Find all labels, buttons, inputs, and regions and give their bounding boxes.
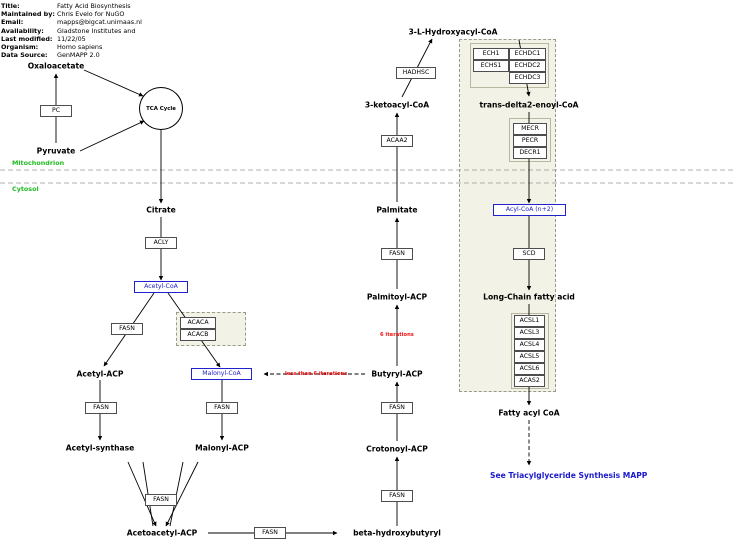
info-key: Last modified: [1,34,53,43]
info-value: Fatty Acid Biosynthesis [57,2,131,10]
info-value: Chris Evelo for NuGO [57,10,125,19]
gene-acsl3[interactable]: ACSL3 [514,327,545,339]
info-modified-row: Last modified: 11/22/05 [1,35,142,43]
edge-oxaloacetate-tca [83,69,144,97]
gene-acetyl-coa[interactable]: Acetyl-CoA [134,281,188,293]
tca-cycle-label: TCA Cycle [146,105,176,112]
metabolite-ketoacyl-coa[interactable]: 3-ketoacyl-CoA [364,100,430,110]
gene-fasn-malonyl-acp[interactable]: FASN [206,402,238,414]
metabolite-palmitoyl-acp[interactable]: Palmitoyl-ACP [366,292,428,302]
info-key: Data Source: [1,51,48,60]
metabolite-citrate[interactable]: Citrate [146,205,176,215]
gene-acaca[interactable]: ACACA [180,317,216,329]
gene-echs1[interactable]: ECHS1 [473,60,509,72]
metabolite-long-chain-fatty-acid[interactable]: Long-Chain fatty acid [483,292,575,302]
gene-acsl4[interactable]: ACSL4 [514,339,545,351]
metabolite-pyruvate[interactable]: Pyruvate [36,146,76,156]
info-organism-row: Organism: Homo sapiens [1,43,142,51]
less-than-6-iterations-label: less than 6 iterations [285,371,348,377]
gene-fasn-acetyl-synthase[interactable]: FASN [85,402,117,414]
metabolite-hydroxyacyl-coa[interactable]: 3-L-Hydroxyacyl-CoA [408,27,498,37]
gene-fasn-acetyl-acp[interactable]: FASN [111,323,143,335]
metabolite-beta-hydroxybutyryl[interactable]: beta-hydroxybutyryl [353,528,441,538]
gene-acyl-coa-n2[interactable]: Acyl-CoA (n+2) [493,204,566,216]
metabolite-crotonoyl-acp[interactable]: Crotonoyl-ACP [366,444,428,454]
metabolite-fatty-acyl-coa[interactable]: Fatty acyl CoA [498,408,560,418]
info-key: Availability: [1,26,44,35]
metabolite-acetoacetyl-acp[interactable]: Acetoacetyl-ACP [126,528,198,538]
metabolite-acetyl-acp[interactable]: Acetyl-ACP [76,369,124,379]
info-key: Organism: [1,43,39,52]
cytosol-label: Cytosol [12,185,39,193]
gene-fasn-palmitate[interactable]: FASN [381,248,413,260]
metabolite-malonyl-acp[interactable]: Malonyl-ACP [195,443,249,453]
gene-fasn-beta-hydroxybutyryl[interactable]: FASN [254,527,286,539]
metabolite-butyryl-acp[interactable]: Butyryl-ACP [371,369,423,379]
info-value: 11/22/05 [57,34,86,43]
gene-fasn-butyryl[interactable]: FASN [381,402,413,414]
gene-malonyl-coa[interactable]: Malonyl-CoA [191,368,252,380]
info-value: Gladstone Institutes and [57,26,136,35]
gene-acsl5[interactable]: ACSL5 [514,351,545,363]
six-iterations-label: 6 iterations [380,332,414,338]
gene-hadhsc[interactable]: HADHSC [396,67,436,79]
gene-mecr[interactable]: MECR [513,123,547,135]
metabolite-acetyl-synthase[interactable]: Acetyl-synthase [65,443,135,453]
gene-acaa2[interactable]: ACAA2 [381,135,413,147]
metabolite-oxaloacetate[interactable]: Oxaloacetate [27,61,85,71]
edge-pyruvate-tca [79,120,145,152]
metabolite-palmitate[interactable]: Palmitate [376,205,418,215]
gene-echdc2[interactable]: ECHDC2 [509,60,546,72]
gene-acacb[interactable]: ACACB [180,329,216,341]
tca-cycle-node[interactable]: TCA Cycle [139,87,183,130]
gene-echdc3[interactable]: ECHDC3 [509,72,546,84]
gene-acsl1[interactable]: ACSL1 [514,315,545,327]
gene-ech1[interactable]: ECH1 [473,48,509,60]
info-availability-row: Availability: Gladstone Institutes and [1,27,142,35]
pathway-info: Title: Fatty Acid Biosynthesis Maintained… [1,2,142,59]
gene-acly[interactable]: ACLY [145,237,177,249]
gene-echdc1[interactable]: ECHDC1 [509,48,546,60]
metabolite-trans-enoyl-coa[interactable]: trans-delta2-enoyl-CoA [479,100,579,110]
gene-acsl6[interactable]: ACSL6 [514,363,545,375]
info-value: mapps@bigcat.unimaas.nl [57,18,142,27]
info-key: Maintained by: [1,10,55,19]
gene-pc[interactable]: PC [40,105,72,117]
gene-decr1[interactable]: DECR1 [513,147,547,159]
gene-fasn-crotonoyl[interactable]: FASN [381,490,413,502]
info-maintainer-row: Maintained by:Chris Evelo for NuGO [1,10,142,18]
mitochondrion-label: Mitochondrion [12,159,65,167]
info-source-row: Data Source: GenMAPP 2.0 [1,51,142,59]
gene-acas2[interactable]: ACAS2 [514,375,545,387]
info-value: Homo sapiens [57,43,103,52]
info-email-row: Email: mapps@bigcat.unimaas.nl [1,18,142,26]
edge-malonyl-acp-acetoacetyl [165,461,199,527]
triacylglyceride-mapp-link[interactable]: See Triacylglyceride Synthesis MAPP [490,471,648,480]
gene-fasn-acetoacetyl[interactable]: FASN [145,494,177,506]
info-title-row: Title: Fatty Acid Biosynthesis [1,2,142,10]
info-key: Title: [1,2,20,10]
info-value: GenMAPP 2.0 [57,51,100,60]
info-key: Email: [1,18,24,27]
gene-scd[interactable]: SCD [513,248,545,260]
gene-pecr[interactable]: PECR [513,135,547,147]
